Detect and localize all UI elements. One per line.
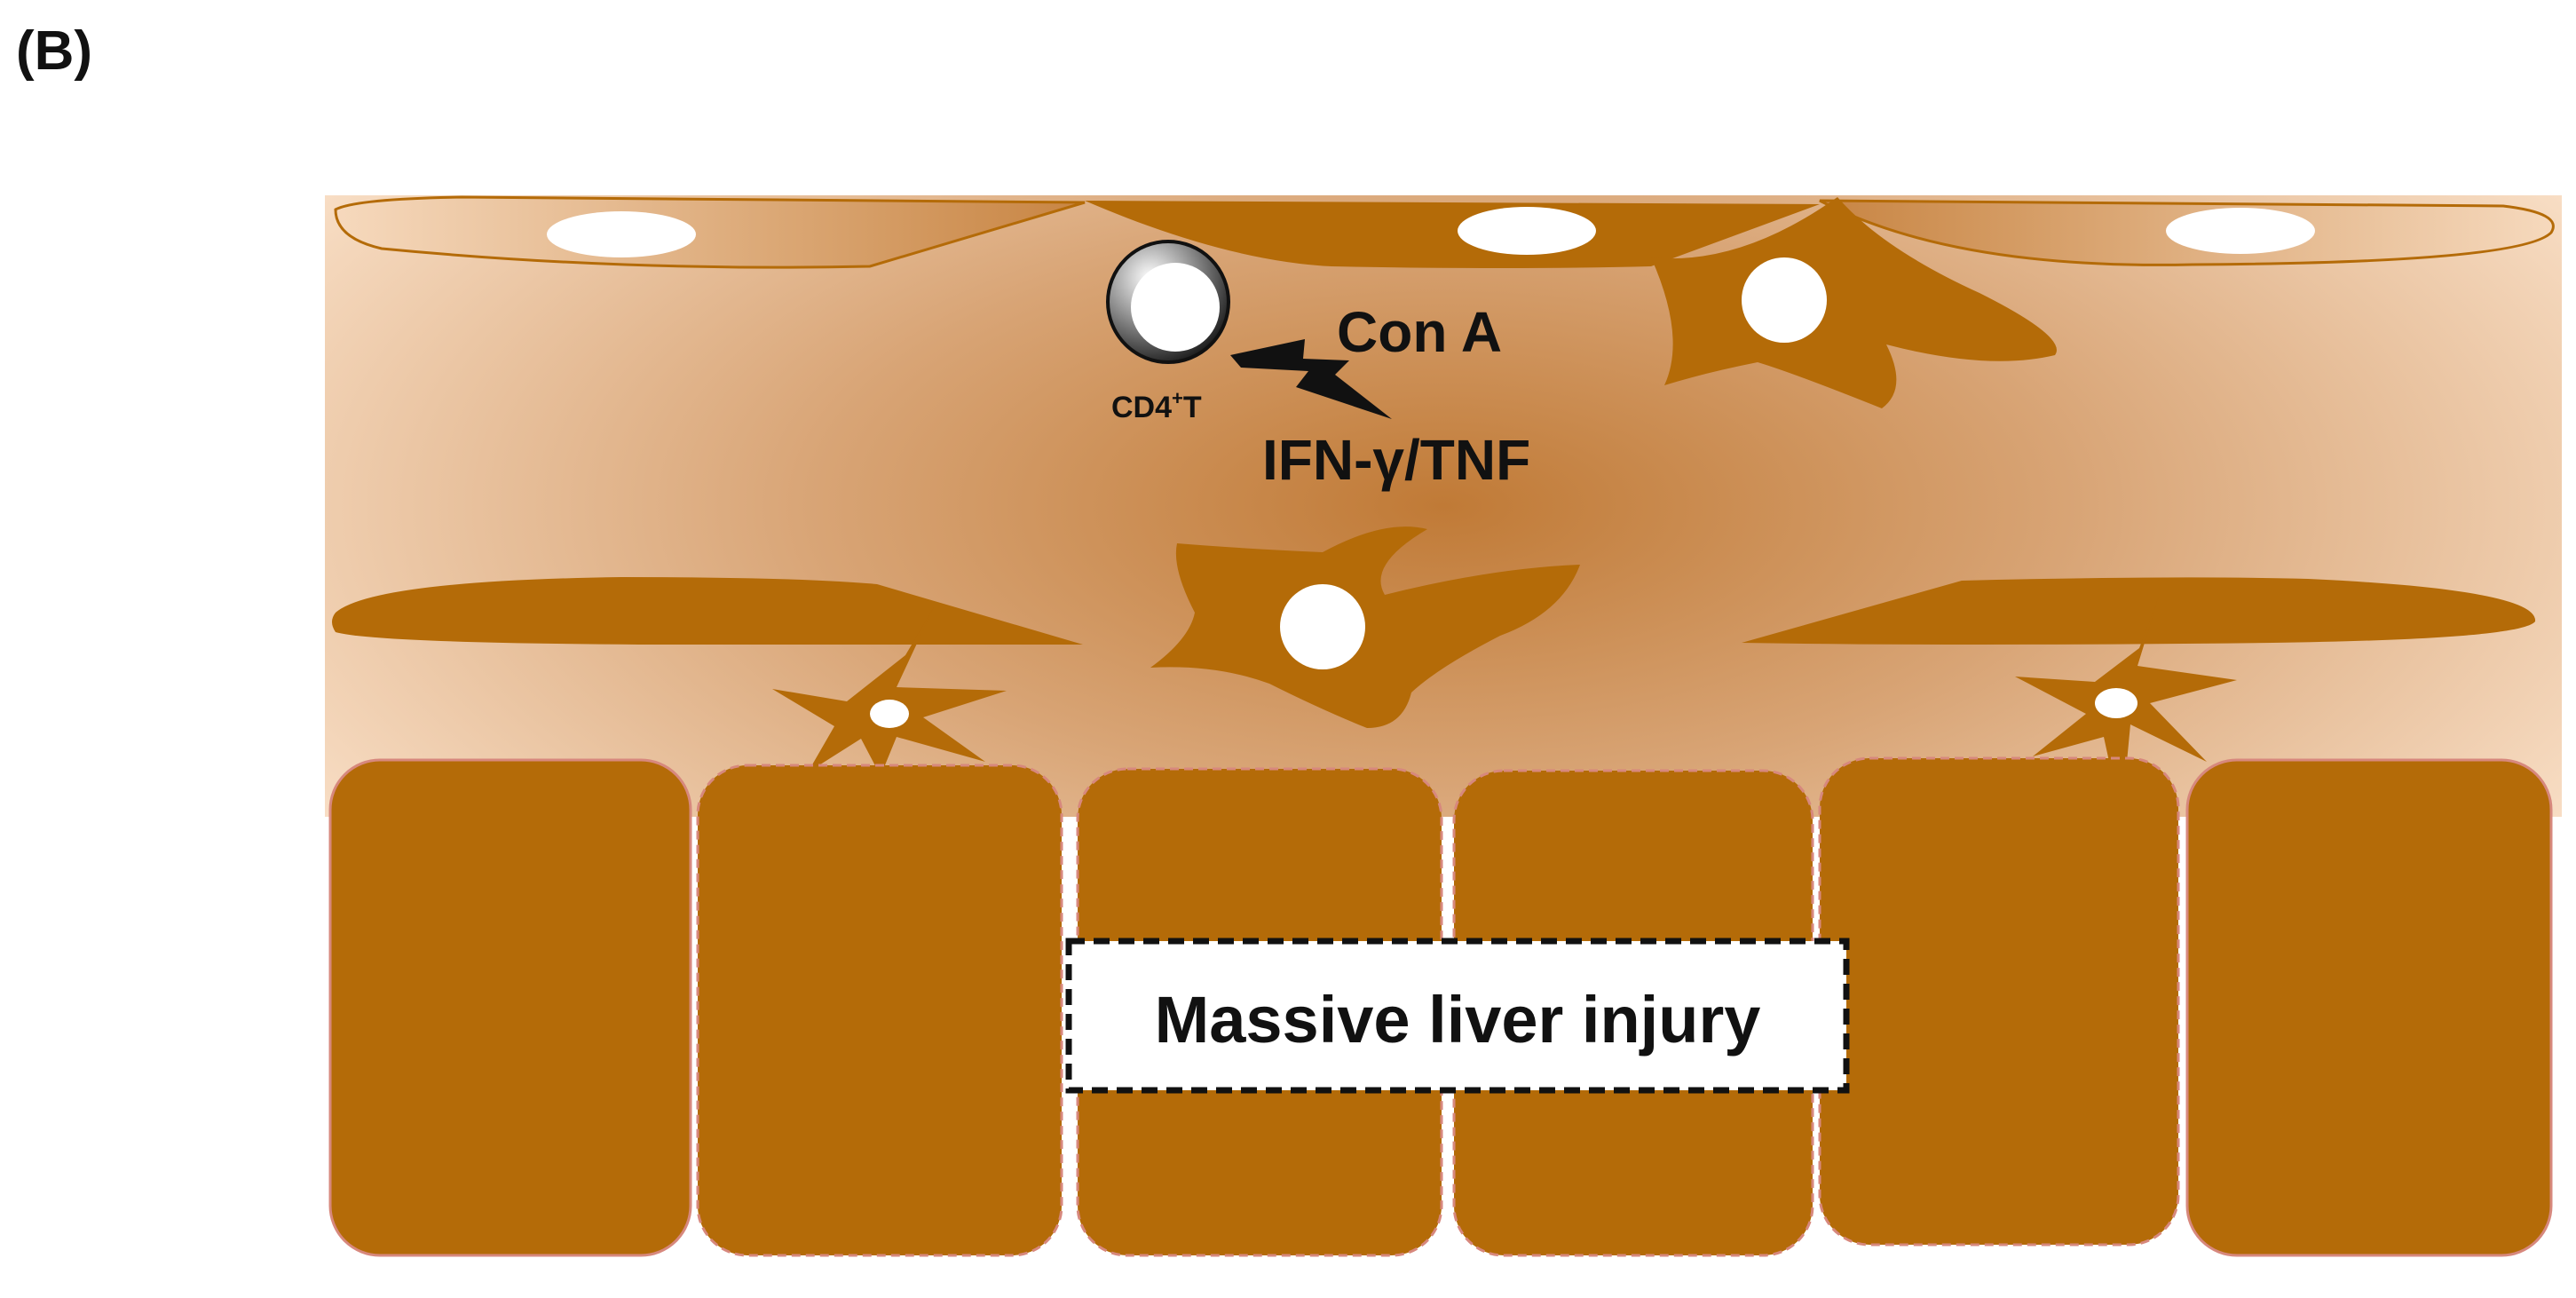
nucleus: [547, 211, 696, 257]
endothelial-cell-lower-left: [332, 577, 1083, 645]
con-a-label: Con A: [1337, 300, 1502, 364]
nucleus: [2166, 208, 2315, 254]
sinusoid-background: [325, 195, 2562, 817]
panel-label: (B): [16, 20, 92, 82]
hepatocyte: [696, 764, 1063, 1257]
endothelial-cell-top-center: [1085, 201, 1820, 268]
top-endothelial-layer: [334, 195, 2555, 269]
nucleus: [1742, 257, 1827, 343]
nucleus: [2095, 688, 2137, 718]
injury-label-box: [1065, 938, 1850, 1094]
cd4-t-label: CD4+T: [1111, 387, 1202, 424]
cytokine-label: IFN-γ/TNF: [1262, 428, 1530, 492]
hepatocyte: [1818, 756, 2180, 1247]
endothelial-cell-lower-right: [1742, 577, 2536, 645]
nucleus: [1458, 207, 1596, 255]
nucleus: [870, 700, 909, 728]
nucleus: [1280, 584, 1365, 669]
kupffer-cell-top: [1651, 197, 2057, 408]
stellate-cell-left: [772, 607, 1007, 776]
cd4-t-cell: [1106, 240, 1230, 364]
kupffer-cell-center: [1150, 526, 1580, 728]
hepatocyte: [328, 758, 692, 1257]
lightning-bolt-icon: [1230, 339, 1392, 419]
endothelial-cell-top-left: [334, 195, 1086, 269]
injury-label: Massive liver injury: [1155, 983, 1761, 1057]
hepatocyte: [2185, 758, 2553, 1257]
